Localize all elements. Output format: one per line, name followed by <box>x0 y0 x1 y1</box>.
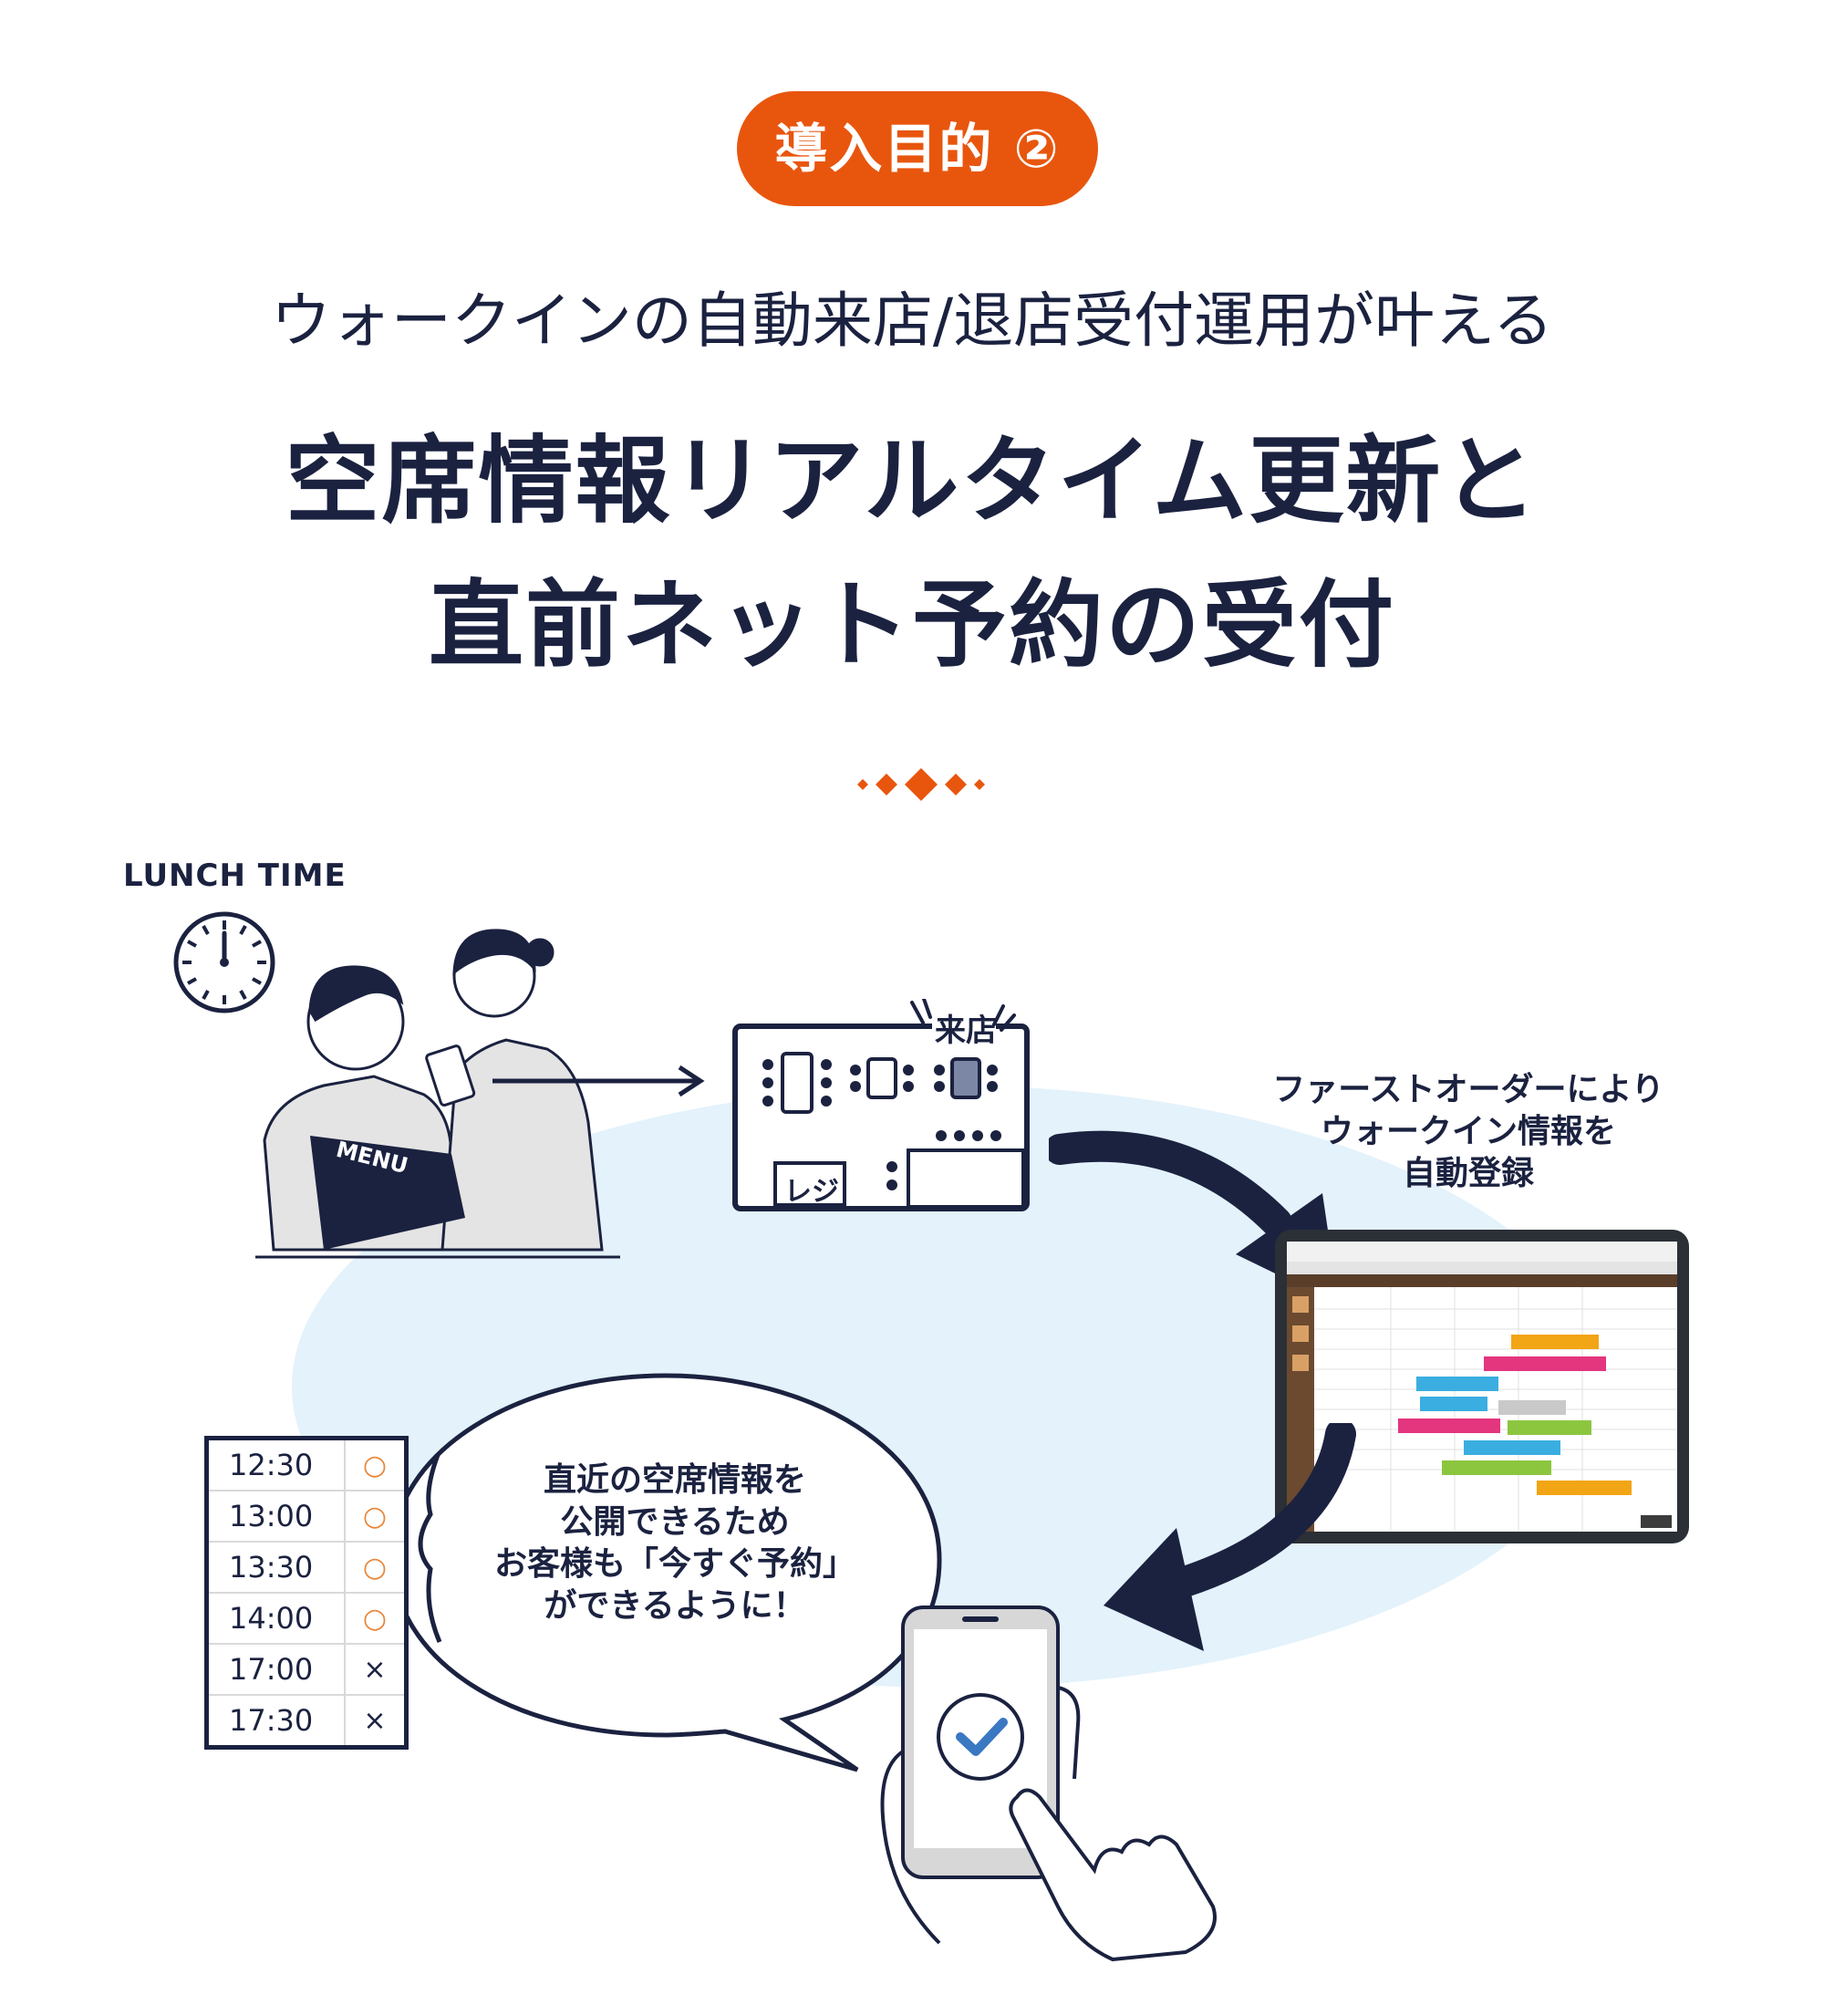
available-mark: ○ <box>345 1438 407 1491</box>
staff-customer-illustration <box>255 929 620 1259</box>
slot-row: 12:30○ <box>206 1438 407 1491</box>
caption-line: 自動登録 <box>1402 1155 1534 1192</box>
smartphone-illustration <box>880 1606 1217 1961</box>
slot-time: 13:00 <box>206 1491 346 1543</box>
caption-line: ファーストオーダーにより <box>1272 1071 1664 1108</box>
clock-icon <box>173 911 275 1013</box>
page-title-line2: 直前ネット予約の受付 <box>428 569 1395 681</box>
flow-arrow-icon <box>492 1065 705 1097</box>
unavailable-mark: × <box>345 1644 407 1696</box>
unavailable-mark: × <box>363 1704 387 1737</box>
bubble-caption: 直近の空席情報を 公開できるため お客様も「今すぐ予約」 ができるように！ <box>456 1460 894 1627</box>
slot-row: 14:00○ <box>206 1593 407 1645</box>
caption-line: ウォークイン情報を <box>1320 1113 1616 1150</box>
bubble-line: 公開できるため <box>560 1503 790 1541</box>
slot-time: 17:00 <box>206 1644 346 1696</box>
available-mark: ○ <box>345 1491 407 1543</box>
floor-plan-illustration <box>732 999 1030 1211</box>
slot-time: 12:30 <box>206 1438 346 1491</box>
bubble-line: お客様も「今すぐ予約」 <box>493 1545 855 1583</box>
available-mark: ○ <box>345 1542 407 1594</box>
bubble-line: 直近の空席情報を <box>543 1461 806 1499</box>
slot-row: 13:30○ <box>206 1542 407 1594</box>
register-label: レジ <box>784 1176 839 1208</box>
page-title-line1: 空席情報リアルタイム更新と <box>285 425 1539 536</box>
diamond-divider-icon <box>392 768 1450 801</box>
tap-hand-icon <box>1009 1788 1217 1961</box>
bubble-line: ができるように！ <box>544 1587 806 1625</box>
available-mark: ○ <box>345 1593 407 1645</box>
slot-time: 17:30 <box>206 1695 346 1748</box>
availability-table: 12:30○13:00○13:30○14:00○17:00×17:30× <box>204 1436 409 1750</box>
slot-row: 13:00○ <box>206 1491 407 1543</box>
slot-time: 13:30 <box>206 1542 346 1594</box>
lunch-time-label: LUNCH TIME <box>123 857 347 894</box>
slot-row: 17:30 × <box>206 1695 407 1748</box>
slot-time: 14:00 <box>206 1593 346 1645</box>
speech-bubble <box>389 1373 942 1772</box>
auto-register-caption: ファーストオーダーにより ウォークイン情報を 自動登録 <box>1213 1069 1724 1195</box>
reservation-tablet-illustration <box>1275 1230 1689 1543</box>
purpose-badge: 導入目的 ② <box>737 91 1098 206</box>
flow-arrow-icon <box>1104 1423 1356 1651</box>
slot-row: 17:00× <box>206 1644 407 1696</box>
arrival-label: 来店 <box>935 1013 997 1049</box>
page-subtitle: ウォークインの自動来店/退店受付運用が叶える <box>270 286 1554 356</box>
checkmark-icon <box>937 1693 1024 1781</box>
